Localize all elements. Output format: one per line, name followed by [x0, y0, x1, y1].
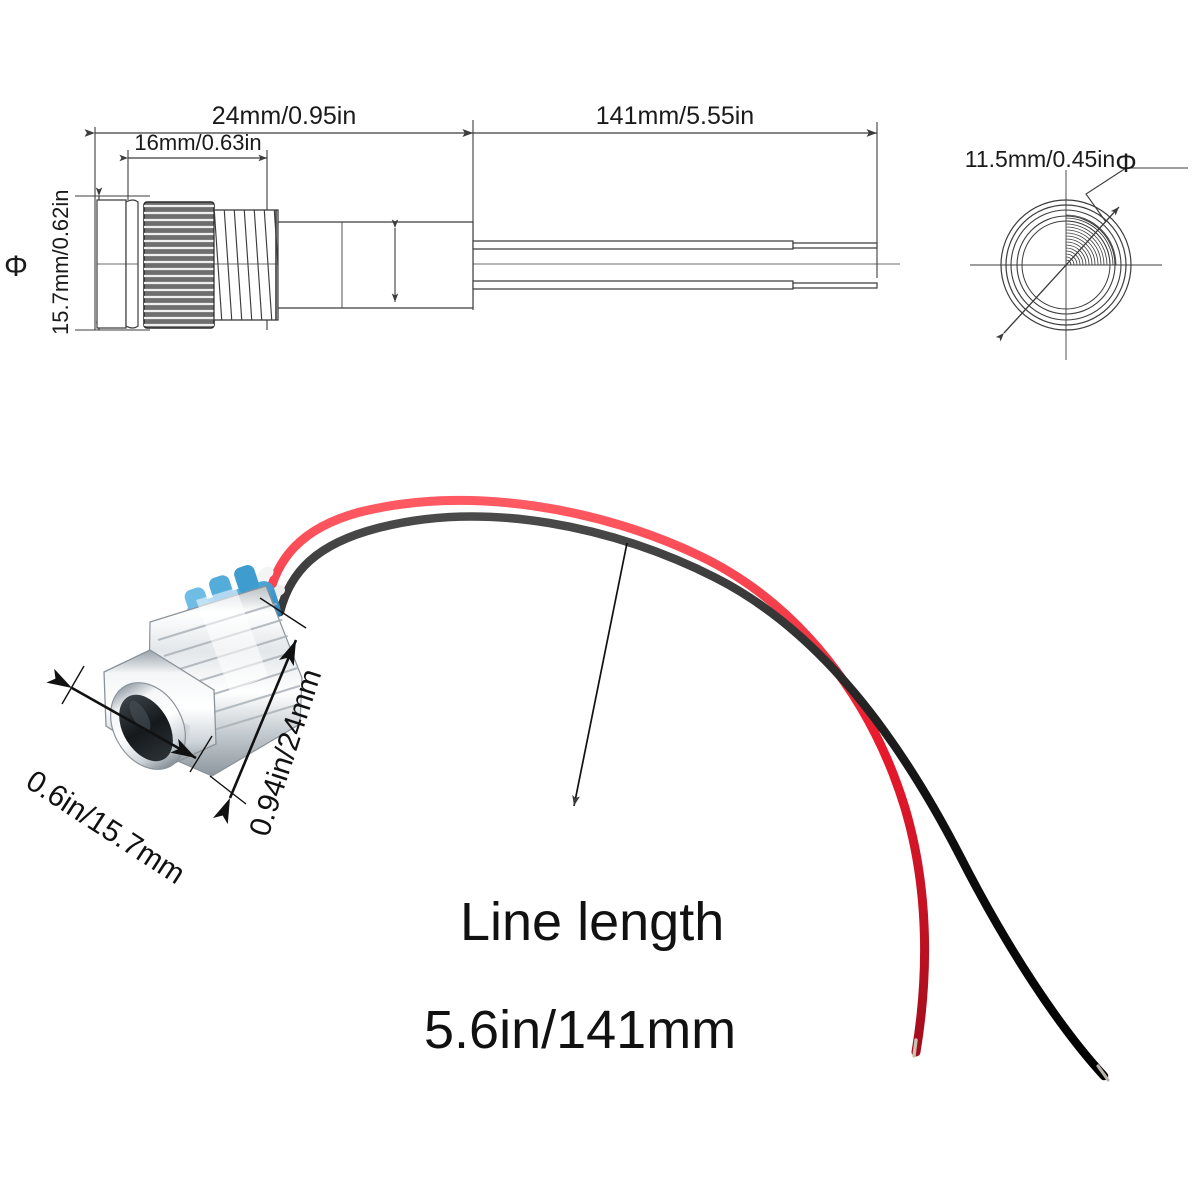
black-wire-tip — [1096, 1064, 1110, 1082]
dimension-label-16mm: 16mm/0.63in — [134, 130, 261, 155]
wire-outlines — [472, 240, 900, 290]
dimension-label-24mm: 24mm/0.95in — [212, 102, 357, 130]
line-length-leader — [572, 542, 628, 807]
technical-drawing-group — [75, 120, 1188, 360]
callout-label-flange-diameter: 0.6in/15.7mm — [20, 764, 190, 891]
front-diameter-symbol: Φ — [1115, 148, 1137, 178]
threaded-shank — [213, 209, 279, 321]
rear-cap — [96, 199, 139, 329]
knurled-body — [143, 201, 215, 329]
callout-flange-diameter — [46, 665, 213, 773]
callout-body-length — [209, 597, 307, 825]
black-wire — [275, 512, 1109, 1081]
dimension-label-11-5mm: 11.5mm/0.45in — [965, 146, 1115, 172]
left-diameter-symbol: Φ — [4, 250, 28, 283]
rear-housing — [214, 219, 474, 309]
red-wire-tip — [912, 1038, 918, 1058]
product-photo-group — [46, 496, 1110, 1082]
red-wire — [263, 496, 930, 1057]
front-circular-view — [970, 167, 1188, 360]
dimension-label-15-7mm: 15.7mm/0.62in — [48, 189, 73, 335]
dimension-label-141mm: 141mm/5.55in — [596, 102, 754, 130]
line-length-note-line2: 5.6in/141mm — [424, 1000, 736, 1060]
line-length-note-line1: Line length — [460, 892, 724, 952]
